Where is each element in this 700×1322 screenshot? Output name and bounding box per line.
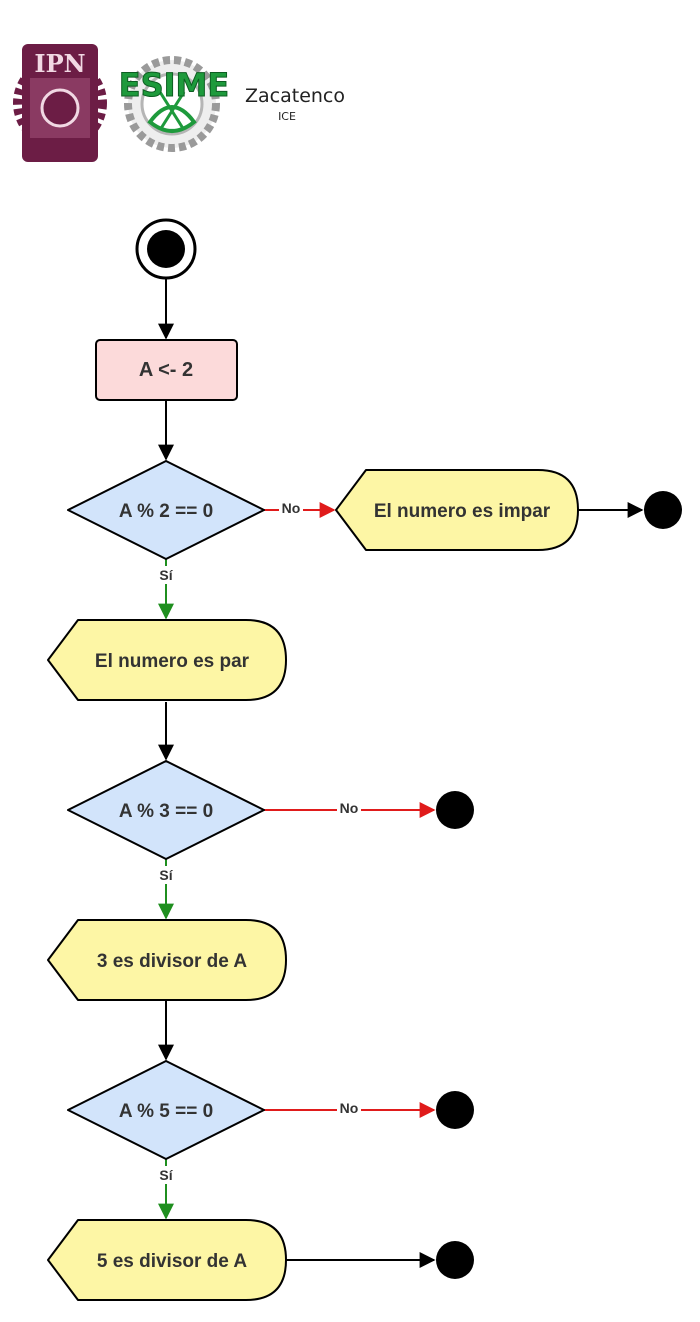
esime-logo-text: ESIME bbox=[119, 66, 230, 104]
output-div5-label: 5 es divisor de A bbox=[97, 1251, 248, 1272]
campus-name: Zacatenco bbox=[245, 85, 345, 107]
end-node-mod5 bbox=[436, 1091, 474, 1129]
ipn-logo: IPN bbox=[13, 44, 107, 162]
career-name: ICE bbox=[278, 110, 296, 123]
decision-mod2-node: A % 2 == 0 bbox=[67, 460, 265, 560]
end-node-div5 bbox=[436, 1241, 474, 1279]
decision-mod3-node: A % 3 == 0 bbox=[67, 760, 265, 860]
assign-node: A <- 2 bbox=[95, 339, 238, 401]
decision-mod5-node: A % 5 == 0 bbox=[67, 1060, 265, 1160]
edge-label-yes-1: Sí bbox=[159, 567, 173, 583]
end-node-impar bbox=[644, 491, 682, 529]
edge-label-no-2: No bbox=[340, 800, 359, 816]
output-div3-label: 3 es divisor de A bbox=[97, 951, 248, 972]
edge-label-yes-3: Sí bbox=[159, 1167, 173, 1183]
decision-mod3-label: A % 3 == 0 bbox=[119, 801, 213, 822]
edge-label-no-3: No bbox=[340, 1100, 359, 1116]
esime-logo: ESIME bbox=[118, 56, 230, 152]
output-div5-node: 5 es divisor de A bbox=[47, 1219, 287, 1301]
output-impar-node: El numero es impar bbox=[335, 469, 579, 551]
decision-mod2-label: A % 2 == 0 bbox=[119, 501, 213, 522]
output-par-label: El numero es par bbox=[95, 651, 250, 672]
ipn-logo-text: IPN bbox=[34, 49, 85, 78]
decision-mod5-label: A % 5 == 0 bbox=[119, 1101, 213, 1122]
output-impar-label: El numero es impar bbox=[374, 501, 551, 522]
start-node bbox=[135, 218, 197, 280]
edge-labels: No Sí No Sí No Sí bbox=[156, 500, 361, 1184]
end-node-mod3 bbox=[436, 791, 474, 829]
edge-label-yes-2: Sí bbox=[159, 867, 173, 883]
output-par-node: El numero es par bbox=[47, 619, 287, 701]
output-div3-node: 3 es divisor de A bbox=[47, 919, 287, 1001]
assign-node-label: A <- 2 bbox=[139, 359, 193, 381]
edge-label-no-1: No bbox=[282, 500, 301, 516]
